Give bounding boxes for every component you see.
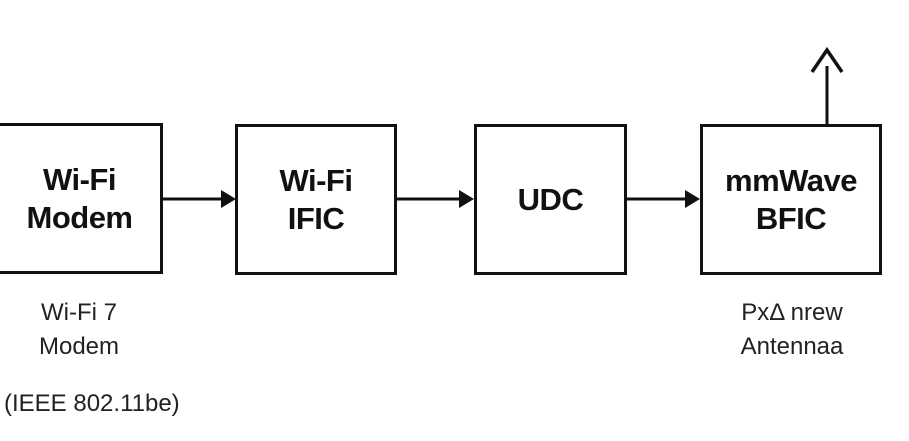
caption-line2: Antennaa: [740, 333, 844, 360]
arrow-udc-to-bfic: [627, 190, 700, 208]
block-label-line1: Wi-Fi: [43, 161, 116, 197]
antenna-caption: PxΔ nrew Antennaa: [722, 296, 862, 364]
caption-line1: PxΔ nrew: [741, 299, 843, 326]
block-label-line1: UDC: [517, 181, 584, 217]
mmwave-bfic-block: mmWave BFIC: [700, 124, 882, 275]
arrow-modem-to-ific: [163, 190, 236, 208]
wifi-ific-block: Wi-Fi IFIC: [235, 124, 397, 275]
block-label-line1: Wi-Fi: [279, 162, 353, 198]
block-label-line1: mmWave: [725, 162, 857, 198]
modem-caption: Wi-Fi 7 Modem: [20, 296, 138, 364]
block-label-line2: Modem: [26, 199, 134, 235]
arrow-ific-to-udc: [397, 190, 474, 208]
wifi-modem-block: Wi-Fi Modem: [0, 123, 163, 274]
block-label-line2: IFIC: [287, 200, 345, 236]
arrow-bfic-up-output: [810, 46, 844, 124]
standard-caption: (IEEE 802.11be): [4, 387, 180, 421]
caption-line2: Modem: [38, 333, 120, 360]
udc-block: UDC: [474, 124, 627, 275]
caption-standard-text: (IEEE 802.11be): [4, 390, 180, 417]
caption-line1: Wi-Fi 7: [41, 299, 117, 326]
block-label-line2: BFIC: [755, 200, 827, 236]
